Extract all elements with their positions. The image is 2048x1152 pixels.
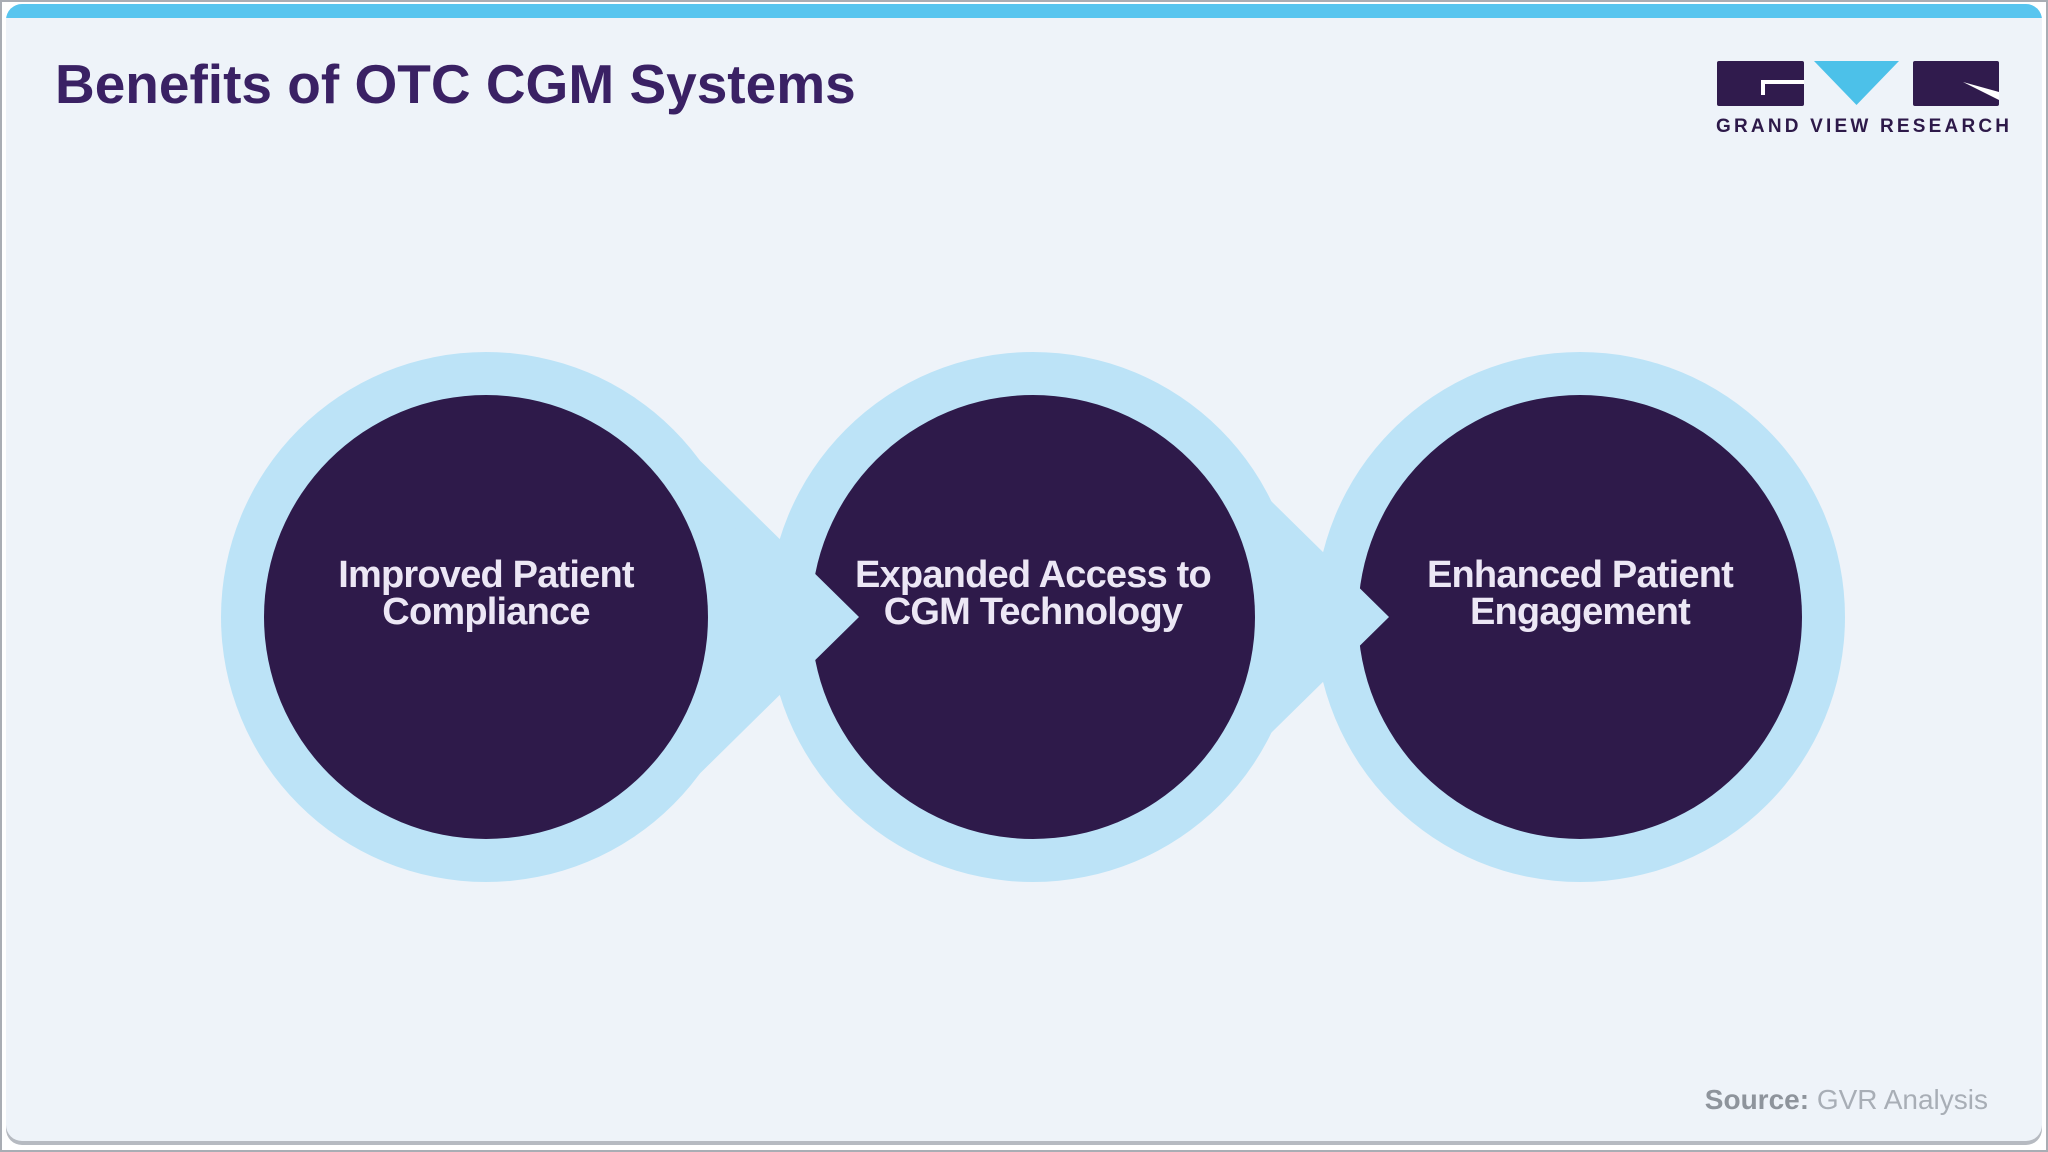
page-title: Benefits of OTC CGM Systems	[55, 53, 856, 115]
circle-body	[1358, 395, 1802, 839]
step-label-line2: Compliance	[382, 591, 590, 633]
step-label: Enhanced Patient Engagement	[1350, 554, 1810, 633]
top-accent-bar	[6, 4, 2042, 18]
step-circle-improved-compliance: Improved Patient Compliance	[6, 4, 2042, 1141]
step-label-line1: Improved Patient	[338, 554, 634, 596]
gvr-logo-wordmark: GRAND VIEW RESEARCH	[1716, 116, 2013, 137]
step-label-line1: Expanded Access to	[855, 554, 1212, 596]
circle-body	[811, 395, 1255, 839]
slide-card: Benefits of OTC CGM Systems GRAND VIEW R…	[6, 4, 2042, 1141]
circle-body	[264, 395, 708, 839]
gvr-logo-g-icon	[1717, 61, 1804, 106]
step-label-line2: Engagement	[1469, 591, 1691, 633]
gvr-logo-r-icon	[1913, 61, 1999, 106]
gvr-logo: GRAND VIEW RESEARCH	[1711, 54, 2011, 149]
source-label: Source:	[1704, 1084, 1810, 1115]
step-label: Improved Patient Compliance	[256, 554, 716, 633]
step-label-line2: CGM Technology	[883, 591, 1183, 633]
step-label-line1: Enhanced Patient	[1426, 554, 1734, 596]
source-note: Source: GVR Analysis	[1705, 1084, 1988, 1116]
step-circle-enhanced-engagement: Enhanced Patient Engagement	[6, 4, 2042, 1141]
step-label: Expanded Access to CGM Technology	[803, 554, 1263, 633]
step-circle-expanded-access: Expanded Access to CGM Technology	[6, 4, 2042, 1141]
source-value: GVR Analysis	[1816, 1084, 1988, 1115]
